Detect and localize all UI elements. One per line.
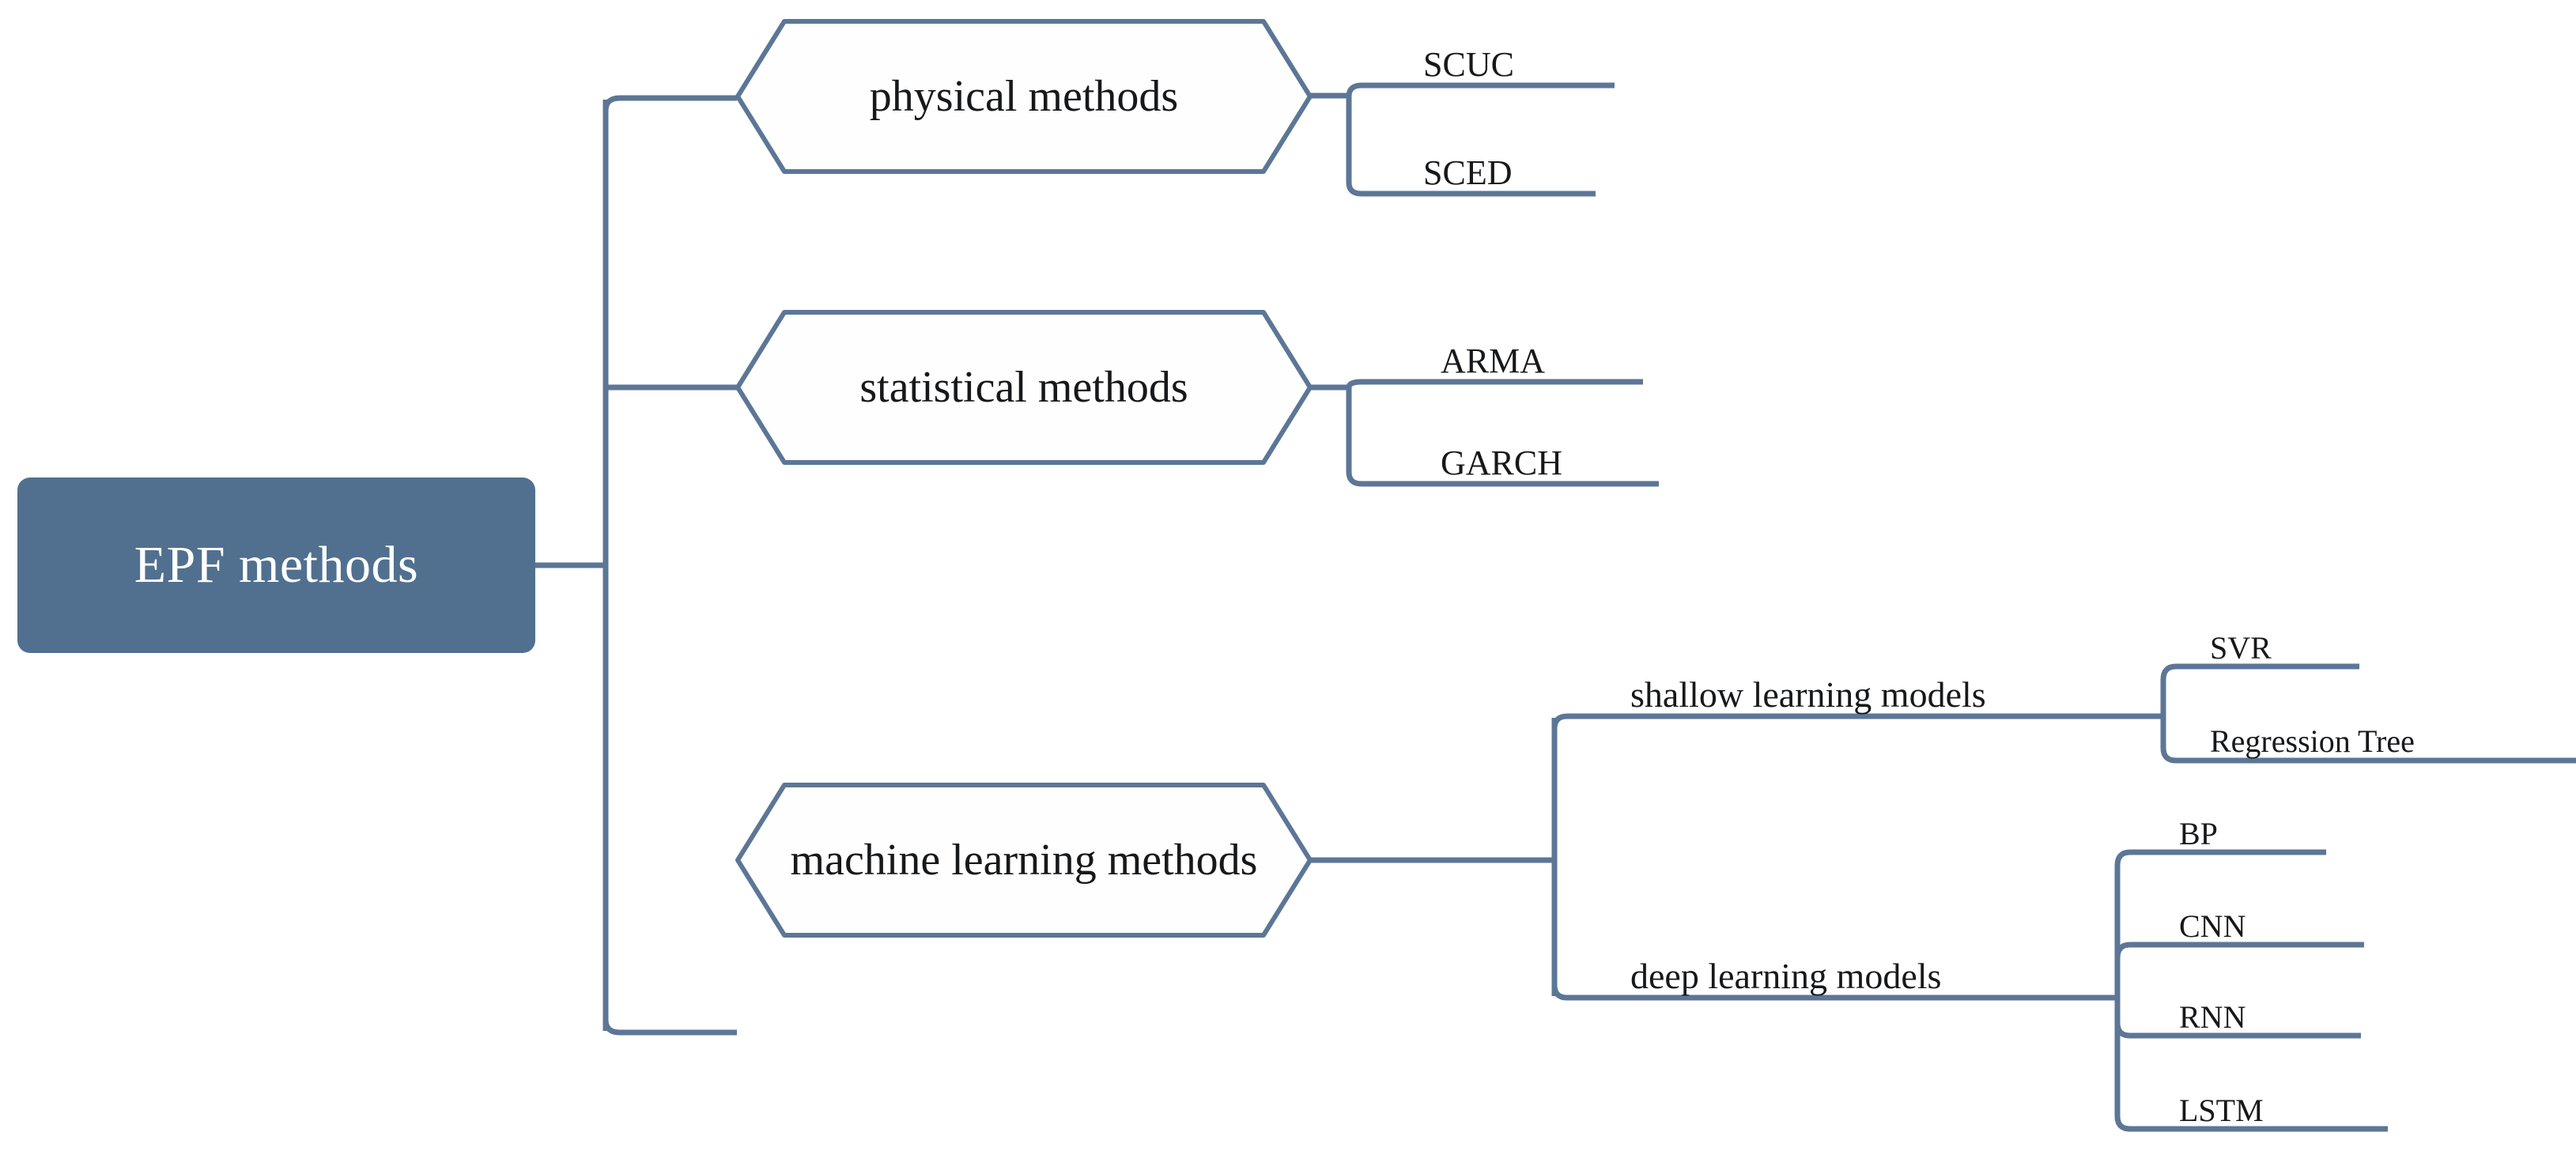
wire-to-physical <box>602 95 737 111</box>
branch-node-machine-learning-methods[interactable]: machine learning methods <box>735 783 1313 938</box>
branch-node-label: statistical methods <box>859 363 1188 412</box>
wire-deep-lstm <box>2114 998 2388 1132</box>
leaf-node-garch[interactable]: GARCH <box>1441 405 1562 481</box>
wire-physical-scuc <box>1346 82 1615 100</box>
branch-node-label: machine learning methods <box>790 836 1258 885</box>
leaf-node-label: BP <box>2179 816 2218 851</box>
subbranch-node-label: shallow learning models <box>1630 674 1986 715</box>
leaf-node-label: SCED <box>1423 153 1513 192</box>
leaf-node-label: SCUC <box>1423 45 1514 84</box>
branch-node-label: physical methods <box>869 72 1179 121</box>
leaf-node-label: GARCH <box>1441 444 1563 482</box>
leaf-node-label: Regression Tree <box>2210 723 2415 759</box>
wire-shallow-regtree <box>2160 716 2576 764</box>
hexagon-shape <box>735 19 1313 174</box>
leaf-node-label: SVR <box>2210 630 2272 666</box>
wire-deep-cnn <box>2114 942 2364 998</box>
wire-shallow-svr <box>2160 663 2359 716</box>
hexagon-shape <box>735 783 1313 938</box>
subbranch-node-label: deep learning models <box>1630 956 1942 996</box>
leaf-node-cnn[interactable]: CNN <box>2179 870 2246 942</box>
leaf-node-label: ARMA <box>1441 342 1546 380</box>
branch-node-physical-methods[interactable]: physical methods <box>735 19 1313 174</box>
leaf-node-bp[interactable]: BP <box>2179 777 2218 850</box>
leaf-node-regression-tree[interactable]: Regression Tree <box>2210 685 2415 757</box>
wire-statistical-arma <box>1346 379 1643 388</box>
branch-node-statistical-methods[interactable]: statistical methods <box>735 310 1313 465</box>
root-node-epf-methods[interactable]: EPF methods <box>17 477 535 653</box>
leaf-node-scuc[interactable]: SCUC <box>1423 6 1514 82</box>
leaf-node-lstm[interactable]: LSTM <box>2179 1054 2264 1127</box>
leaf-node-arma[interactable]: ARMA <box>1441 303 1545 379</box>
leaf-node-label: LSTM <box>2179 1093 2264 1128</box>
wire-deep-bp <box>2114 849 2326 998</box>
leaf-node-svr[interactable]: SVR <box>2210 591 2272 664</box>
leaf-node-label: RNN <box>2179 999 2246 1035</box>
leaf-node-label: CNN <box>2179 908 2246 944</box>
root-node-label: EPF methods <box>134 536 419 594</box>
subbranch-node-deep-learning-models[interactable]: deep learning models <box>1630 919 1941 995</box>
wire-to-shallow <box>1551 713 2163 730</box>
leaf-node-sced[interactable]: SCED <box>1423 115 1512 191</box>
wire-physical-sced <box>1346 96 1596 197</box>
hexagon-shape <box>735 310 1313 465</box>
wire-to-deep <box>1551 984 2117 1001</box>
subbranch-node-shallow-learning-models[interactable]: shallow learning models <box>1630 637 1986 713</box>
wire-to-ml <box>602 1019 737 1036</box>
leaf-node-rnn[interactable]: RNN <box>2179 961 2246 1033</box>
wire-statistical-garch <box>1346 387 1659 487</box>
